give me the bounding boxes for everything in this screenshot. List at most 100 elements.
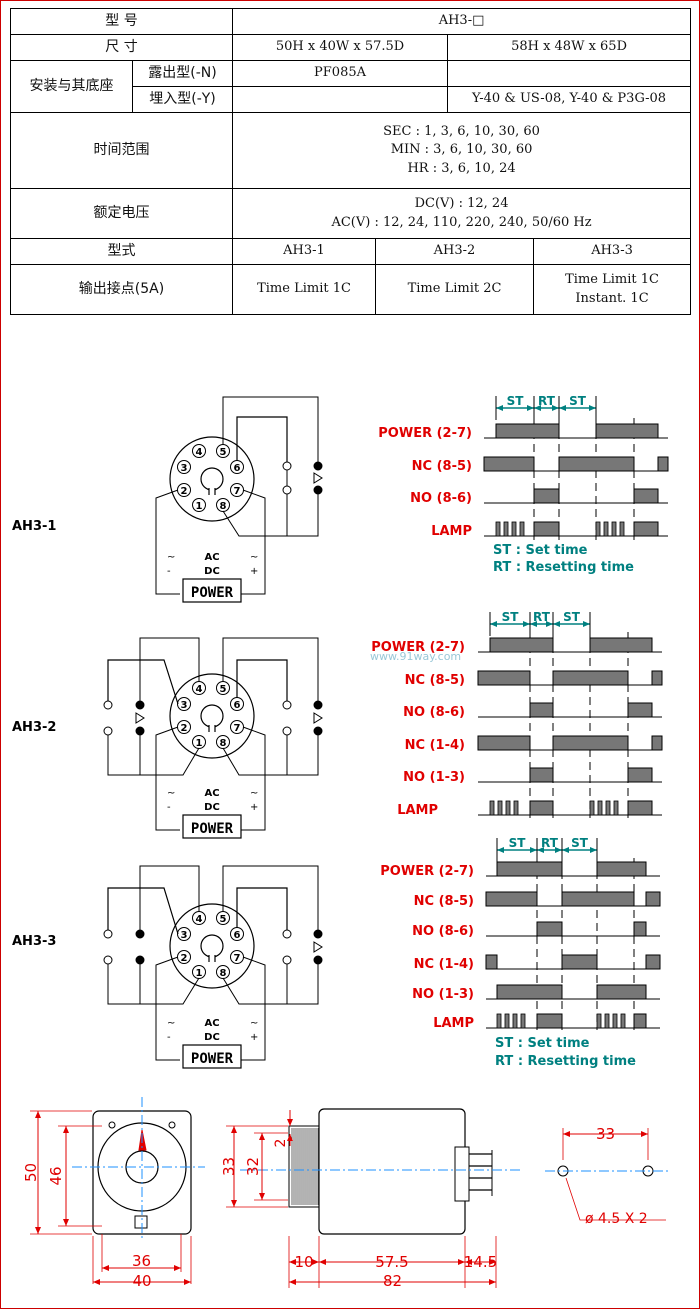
type-label: 型式 bbox=[9, 238, 234, 265]
ah3-2-wire-4 bbox=[139, 637, 200, 705]
t3-lamp-blink-0-2 bbox=[512, 1013, 518, 1029]
ah3-3-power-box bbox=[182, 1044, 242, 1069]
holes-leader bbox=[565, 1177, 666, 1221]
t2-st-label-3: ST bbox=[563, 610, 581, 624]
t3-lamp-blink-0-1 bbox=[504, 1013, 510, 1029]
t3-st-label-3: ST bbox=[571, 836, 589, 850]
ah3-3-r-open-bot bbox=[282, 955, 292, 965]
ah3-1-pin-4 bbox=[192, 444, 206, 458]
t1-nc85-bar-0 bbox=[483, 456, 535, 472]
holes-dim-hole: ø 4.5 X 2 bbox=[585, 1211, 648, 1227]
t3-legend-rt: RT : Resetting time bbox=[495, 1054, 636, 1069]
side-dim82-text: 82 bbox=[383, 1272, 402, 1290]
exposed-b bbox=[447, 60, 692, 87]
model-value: AH3-□ bbox=[232, 8, 692, 35]
t3-nc85-bar-1 bbox=[561, 891, 635, 907]
ah3-1-open-bot bbox=[282, 485, 292, 495]
t2-lamp-blink-0-2 bbox=[505, 800, 511, 816]
t1-lamp-blink-1-1 bbox=[603, 521, 609, 537]
ah3-3-wire-5 bbox=[222, 865, 319, 934]
t1-nc85-bar-2 bbox=[657, 456, 669, 472]
t3-power-bar-1 bbox=[596, 861, 647, 877]
ah3-3-plus: + bbox=[250, 1032, 258, 1043]
ah3-2-wire-3 bbox=[107, 659, 179, 705]
t3-nc85-bar-0 bbox=[485, 891, 538, 907]
t3-lamp-blink-1-1 bbox=[604, 1013, 610, 1029]
t2-nc14-bar-0 bbox=[477, 735, 531, 751]
t1-legend-st: ST : Set time bbox=[493, 543, 588, 558]
type-3: AH3-3 bbox=[533, 238, 692, 265]
ah3-2-wire-1 bbox=[107, 731, 200, 776]
t2-nc14-bar-2 bbox=[651, 735, 663, 751]
t3-no86-bar-1 bbox=[633, 921, 647, 937]
ah3-3-pin-label-8: 8 bbox=[220, 968, 227, 979]
exposed-a: PF085A bbox=[232, 60, 449, 87]
ah3-3-wire-6 bbox=[236, 887, 288, 934]
ah3-2-label: AH3-2 bbox=[12, 720, 56, 735]
ah3-1-minus: - bbox=[167, 566, 171, 577]
ah3-2-wire-5 bbox=[222, 637, 319, 705]
side-dim145-text: 14.5 bbox=[464, 1253, 497, 1271]
t3-no13-bar-1 bbox=[596, 984, 647, 1000]
t3-st-label-1: ST bbox=[509, 836, 527, 850]
t2-nc85-bar-1 bbox=[552, 670, 629, 686]
ah3-2-pin-label-4: 4 bbox=[196, 684, 203, 695]
ah3-2-minus: - bbox=[167, 802, 171, 813]
t2-lamp-blink-1-1 bbox=[597, 800, 603, 816]
ah3-3-tilde-l: ~ bbox=[167, 1018, 175, 1029]
t3-label-power: POWER (2-7) bbox=[380, 864, 474, 879]
t3-label-no13: NO (1-3) bbox=[412, 987, 474, 1002]
ah3-2-wire-7 bbox=[240, 726, 266, 831]
ah3-2-pin-label-3: 3 bbox=[181, 700, 188, 711]
ah3-2-tilde-r: ~ bbox=[250, 788, 258, 799]
t3-label-nc14: NC (1-4) bbox=[414, 957, 474, 972]
front-dim46-text: 46 bbox=[47, 1166, 65, 1185]
t1-power-bar-0 bbox=[495, 423, 560, 439]
embedded-label: 埋入型(-Y) bbox=[131, 86, 234, 113]
ah3-3-r-open-top bbox=[282, 929, 292, 939]
ah3-3-pin-label-6: 6 bbox=[234, 930, 241, 941]
ah3-1-filled-top bbox=[313, 461, 323, 471]
ah3-1-pin-label-3: 3 bbox=[181, 463, 188, 474]
front-lamp-window bbox=[134, 1215, 148, 1229]
t3-nc85-bar-2 bbox=[645, 891, 661, 907]
t2-rt-label-2: RT bbox=[533, 610, 551, 624]
ah3-2-plus: + bbox=[250, 802, 258, 813]
t2-no86-bar-1 bbox=[627, 702, 653, 718]
ah3-1-pin-label-7: 7 bbox=[234, 486, 241, 497]
t2-label-no86: NO (8-6) bbox=[403, 705, 465, 720]
ah3-2-pin-label-6: 6 bbox=[234, 700, 241, 711]
t2-lamp-blink-0-1 bbox=[497, 800, 503, 816]
ah3-1-pin-label-1: 1 bbox=[196, 501, 203, 512]
t2-no13-bar-1 bbox=[627, 767, 653, 783]
t3-lamp-blink-1-0 bbox=[596, 1013, 602, 1029]
ah3-1-pin-1 bbox=[192, 498, 206, 512]
ah3-3-pin-label-3: 3 bbox=[181, 930, 188, 941]
ah3-3-ac: AC bbox=[204, 1018, 219, 1029]
ah3-2-wire-2 bbox=[155, 726, 180, 831]
ah3-1-ac: AC bbox=[204, 552, 219, 563]
ah3-2-pin-label-2: 2 bbox=[181, 723, 188, 734]
ah3-1-pin-label-8: 8 bbox=[220, 501, 227, 512]
t1-no86-bar-1 bbox=[633, 488, 659, 504]
ah3-3-wire-8 bbox=[222, 960, 319, 1005]
ah3-3-label: AH3-3 bbox=[12, 934, 56, 949]
t1-lamp-blink-0-2 bbox=[511, 521, 517, 537]
t2-nc14-bar-1 bbox=[552, 735, 629, 751]
ah3-3-wire-7 bbox=[240, 956, 266, 1061]
ah3-2-pin-label-5: 5 bbox=[220, 684, 227, 695]
t2-label-lamp: LAMP bbox=[397, 803, 438, 818]
ah3-2-r-triangle bbox=[313, 712, 323, 724]
t1-no86-bar-0 bbox=[533, 488, 560, 504]
t2-label-nc14: NC (1-4) bbox=[405, 738, 465, 753]
t2-no13-bar-0 bbox=[529, 767, 554, 783]
ah3-3-wire-1 bbox=[107, 960, 200, 1005]
ah3-1-filled-bot bbox=[313, 485, 323, 495]
t1-lamp-blink-0-3 bbox=[519, 521, 525, 537]
ah3-3-keyway-notch bbox=[209, 954, 215, 962]
ah3-2-pin-label-8: 8 bbox=[220, 738, 227, 749]
voltage-label: 额定电压 bbox=[9, 188, 234, 239]
side-body bbox=[318, 1108, 466, 1235]
t3-lamp-blink-0-0 bbox=[496, 1013, 502, 1029]
front-screw-r bbox=[168, 1121, 176, 1129]
